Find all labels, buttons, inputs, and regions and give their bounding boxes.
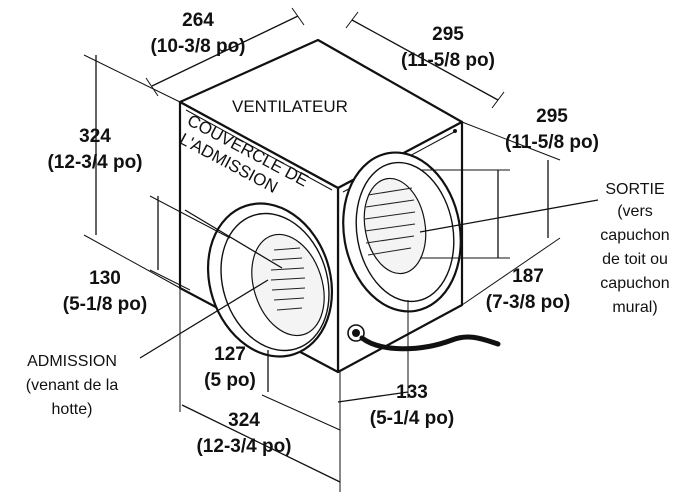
dim-top-depth-in: (10-3/8 po) [150, 36, 245, 57]
label-sortie-1: (vers [617, 203, 653, 220]
intake-blower-grille [270, 247, 306, 311]
dimension-lines [83, 7, 599, 492]
label-ventilateur: VENTILATEUR [232, 97, 348, 116]
label-admission-0: ADMISSION [27, 353, 117, 370]
dim-outlet-height-in: (7-3/8 po) [486, 292, 570, 313]
label-admission-1: (venant de la [26, 377, 119, 394]
dim-bottom-width-mm: 324 [228, 410, 260, 431]
label-sortie-5: mural) [612, 299, 657, 316]
label-sortie-2: capuchon [600, 227, 669, 244]
dim-right-height-in: (11-5/8 po) [505, 132, 599, 153]
dim-intake-height-mm: 130 [89, 268, 121, 289]
dim-intake-width-mm: 127 [214, 344, 246, 365]
dim-top-width-mm: 295 [432, 24, 464, 45]
dim-outlet-height-mm: 187 [512, 266, 544, 287]
dim-intake-height-in: (5-1/8 po) [63, 294, 147, 315]
dim-intake-width-in: (5 po) [204, 370, 256, 391]
dim-outlet-offset-mm: 133 [396, 382, 428, 403]
dim-outlet-offset-in: (5-1/4 po) [370, 408, 454, 429]
dim-right-height-mm: 295 [536, 106, 568, 127]
dim-top-depth-mm: 264 [182, 10, 214, 31]
label-sortie-3: de toit ou [602, 251, 668, 268]
dim-top-width-in: (11-5/8 po) [401, 50, 495, 71]
outlet-ring [342, 151, 462, 313]
dim-bottom-width-in: (12-3/4 po) [196, 436, 291, 457]
label-sortie-0: SORTIE [605, 181, 664, 198]
power-cord [347, 324, 501, 352]
outlet-blower-grille [364, 187, 416, 256]
dim-left-height-in: (12-3/4 po) [47, 152, 142, 173]
rivet-icon [453, 129, 457, 133]
dimension-labels: 264 (10-3/8 po) 295 (11-5/8 po) 324 (12-… [47, 10, 599, 457]
dim-left-height-mm: 324 [79, 126, 111, 147]
label-admission-2: hotte) [52, 401, 93, 418]
label-sortie-4: capuchon [600, 275, 669, 292]
